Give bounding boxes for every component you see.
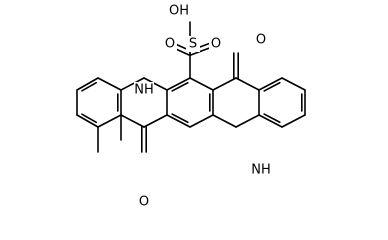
bond-c4-c5 [189, 114, 214, 128]
ketone-oxygen-top-label: O [254, 32, 268, 48]
atom-label-layer: OH S O O O O N [134, 3, 271, 210]
svg-text:O: O [165, 37, 175, 52]
bond-c1-c2 [166, 77, 191, 91]
amine-left-label: NH [134, 82, 154, 98]
bond-a3-n1 [120, 77, 145, 91]
bond-d1-e1 [258, 77, 283, 91]
bond-d2-n2 [235, 114, 260, 128]
bond-e3-e4 [281, 114, 306, 128]
bond-n1-c1 [143, 77, 168, 91]
hydroxyl-label: OH [168, 3, 190, 19]
bond-a5-a6-inner [81, 113, 98, 124]
bond-a4-a5 [97, 114, 122, 128]
bond-layer [76, 21, 306, 153]
bond-c1-c2-inner [171, 81, 189, 92]
sulfur-atom-label: S [186, 36, 200, 52]
bond-n2-c4 [212, 114, 237, 128]
bond-e4-d2-inner [263, 113, 281, 124]
bond-c5-c6 [166, 114, 191, 128]
bond-c7-a4 [120, 114, 145, 128]
structure-canvas: OH S O O O O N [76, 3, 306, 210]
bond-c5-c6-inner [171, 113, 189, 124]
bond-c6-c7 [143, 114, 168, 128]
svg-text:OH: OH [169, 4, 189, 19]
svg-text:O: O [139, 195, 149, 210]
amine-right-label: NH [251, 162, 271, 178]
bond-e4-d2 [258, 114, 283, 128]
bond-a2-a3 [97, 77, 122, 91]
svg-text:O: O [211, 37, 221, 52]
sulfonyl-oxygen-right-label: O [209, 36, 223, 52]
bond-c3-k1 [212, 77, 237, 91]
bond-c2-c3 [189, 77, 214, 91]
bond-a1-a2 [76, 77, 99, 91]
bond-a1-a2-inner [81, 81, 98, 92]
svg-text:O: O [256, 33, 266, 48]
svg-text:S: S [189, 37, 197, 52]
bond-d1-e1-inner [263, 81, 281, 92]
svg-text:NH: NH [251, 163, 271, 178]
bond-k1-d1 [235, 77, 260, 91]
svg-text:NH: NH [134, 83, 154, 98]
molecule-structure: OH S O O O O N [76, 3, 306, 210]
ketone-oxygen-bottom-label: O [137, 194, 151, 210]
sulfonyl-oxygen-left-label: O [163, 36, 177, 52]
bond-a5-a6 [76, 114, 99, 128]
bond-e1-e2 [281, 77, 306, 91]
